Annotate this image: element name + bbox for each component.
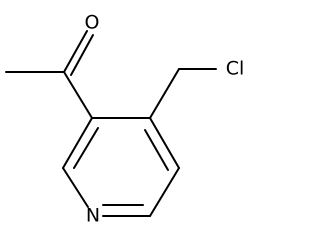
bond-ring-c4-c5 — [149, 117, 180, 169]
bond-ring-c2-c3 — [62, 117, 93, 169]
chemical-structure-diagram: O Cl N — [5, 12, 245, 227]
bond-ring-c5-c6 — [149, 167, 180, 217]
bond-ring-c4-c5-inner — [144, 129, 169, 171]
bond-carbonyl-oxygen-1 — [63, 30, 88, 73]
atom-label-chlorine: Cl — [226, 58, 245, 80]
bond-ring-n-c2 — [62, 167, 89, 208]
bond-ring-ch2 — [149, 68, 180, 119]
bond-carbonyl-oxygen-2 — [70, 34, 94, 76]
atom-label-nitrogen: N — [86, 205, 100, 227]
bond-ring-c2-c3-inner — [73, 127, 99, 169]
atom-label-oxygen: O — [85, 12, 100, 34]
bond-carbonyl-ring — [63, 71, 93, 119]
structure-canvas: O Cl N — [5, 11, 245, 227]
